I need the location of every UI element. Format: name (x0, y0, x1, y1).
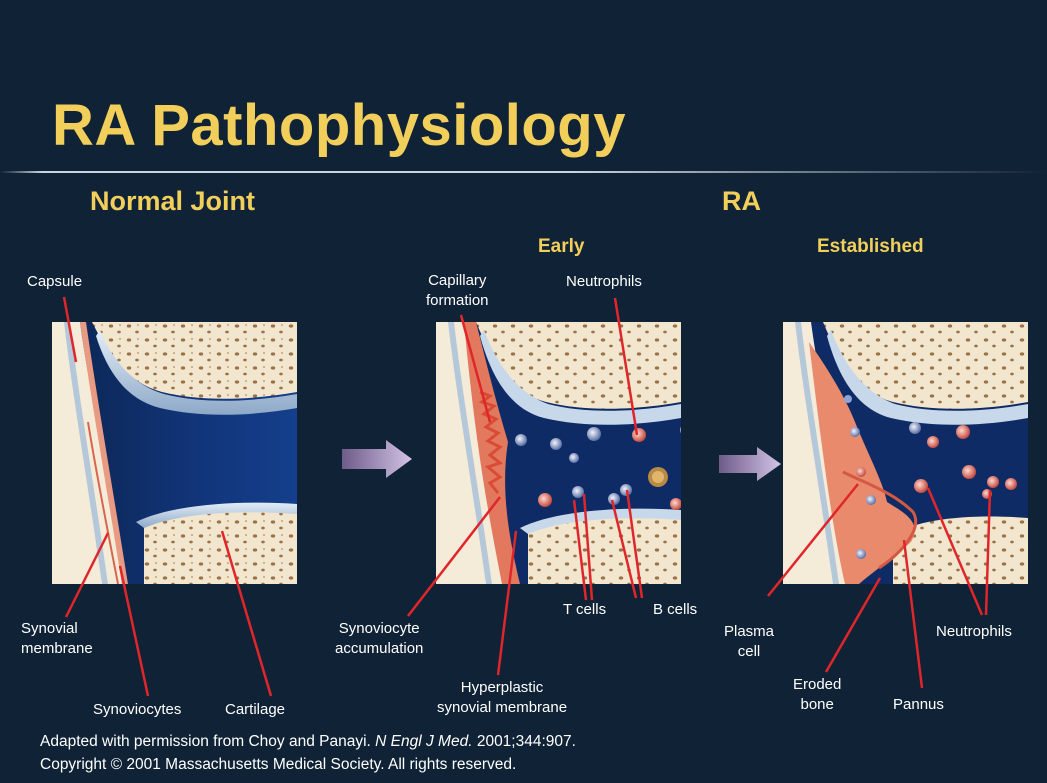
transition-arrow-icon (340, 438, 414, 480)
label-neutrophils-established: Neutrophils (936, 622, 1012, 642)
label-capillary-formation: Capillary formation (426, 271, 489, 311)
citation-prefix: Adapted with permission from Choy and Pa… (40, 733, 375, 750)
label-plasma-cell: Plasma cell (724, 622, 774, 662)
heading-normal-joint: Normal Joint (90, 186, 255, 217)
citation-suffix: 2001;344:907. (473, 733, 576, 750)
label-pannus: Pannus (893, 695, 944, 715)
transition-arrow-icon (717, 445, 783, 483)
label-neutrophils-early: Neutrophils (566, 272, 642, 292)
label-hyperplastic-synovial-membrane: Hyperplastic synovial membrane (437, 678, 567, 718)
normal-joint-illustration (52, 322, 297, 584)
title-divider (0, 171, 1047, 173)
label-b-cells: B cells (653, 600, 697, 620)
heading-early: Early (538, 236, 584, 258)
citation-line-1: Adapted with permission from Choy and Pa… (40, 733, 576, 751)
heading-ra: RA (722, 186, 761, 217)
label-cartilage: Cartilage (225, 700, 285, 720)
label-synoviocyte-accumulation: Synoviocyte accumulation (335, 619, 423, 659)
early-ra-illustration (436, 322, 681, 584)
label-capsule: Capsule (27, 272, 82, 292)
citation-journal: N Engl J Med. (375, 733, 472, 750)
label-synovial-membrane: Synovial membrane (21, 619, 93, 659)
label-synoviocytes: Synoviocytes (93, 700, 181, 720)
established-ra-illustration (783, 322, 1028, 584)
heading-established: Established (817, 236, 924, 258)
label-t-cells: T cells (563, 600, 606, 620)
label-eroded-bone: Eroded bone (793, 675, 841, 715)
citation-copyright: Copyright © 2001 Massachusetts Medical S… (40, 756, 516, 774)
slide-title: RA Pathophysiology (52, 92, 626, 159)
